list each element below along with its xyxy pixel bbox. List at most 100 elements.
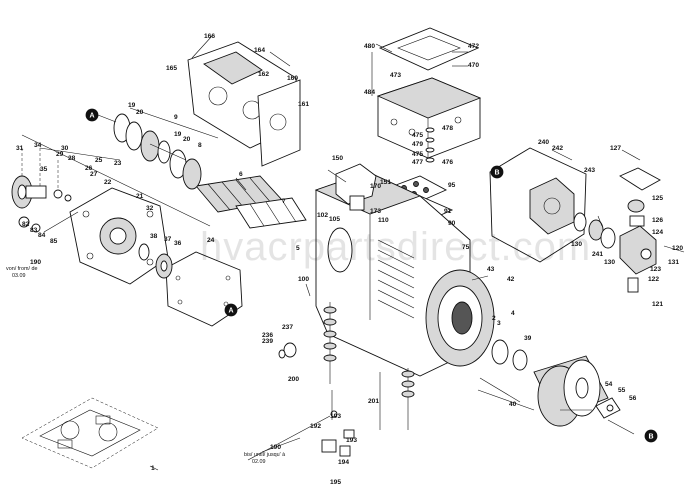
part-label: 131 — [668, 259, 679, 266]
motor-rotor-part-40 — [533, 355, 609, 427]
gasket-set-part-1 — [21, 397, 159, 469]
part-label: 42 — [507, 276, 515, 283]
part-label: 35 — [40, 166, 48, 173]
note-from-date: 03.09 — [12, 273, 26, 279]
part-label: 240 — [538, 139, 549, 146]
part-label: 19 — [174, 131, 182, 138]
part-label: 170 — [370, 183, 381, 190]
note-until-date: 02.09 — [252, 459, 266, 465]
part-label: 475 — [412, 151, 423, 158]
part-label: 241 — [592, 251, 603, 258]
part-label: 55 — [618, 387, 626, 394]
part-label: 102 — [317, 212, 328, 219]
part-label: 6 — [239, 171, 243, 178]
part-label: 5 — [296, 245, 300, 252]
reference-marker-b-top: B — [490, 165, 504, 179]
part-label: 161 — [298, 101, 309, 108]
part-label: 470 — [468, 62, 479, 69]
part-label: 38 — [150, 233, 158, 240]
bearing-rings-part-9 — [113, 113, 202, 190]
sight-glass-part-236 — [278, 342, 297, 359]
slide-valve-part-201 — [401, 368, 415, 430]
part-label: 120 — [672, 245, 683, 252]
slide-valve-part-200 — [323, 302, 337, 384]
part-label: 160 — [287, 75, 298, 82]
part-label: 472 — [468, 43, 479, 50]
part-label: 95 — [448, 182, 456, 189]
part-label: 201 — [368, 398, 379, 405]
part-label: 121 — [652, 301, 663, 308]
part-label: 27 — [90, 171, 98, 178]
part-label: 200 — [288, 376, 299, 383]
reference-letter: A — [89, 113, 94, 120]
part-label: 130 — [604, 259, 615, 266]
part-label: 75 — [462, 244, 470, 251]
terminal-stack-part-476 — [425, 127, 435, 163]
terminal-box-lid-part-480 — [378, 27, 480, 71]
part-label: 26 — [85, 165, 93, 172]
part-label: 193 — [330, 413, 341, 420]
part-label: 122 — [648, 276, 659, 283]
part-label: 32 — [146, 205, 154, 212]
part-label: 239 — [262, 338, 273, 345]
part-label: 28 — [68, 155, 76, 162]
valve-flange-part-151 — [335, 163, 377, 211]
oil-heater-part-192 — [247, 410, 338, 461]
watermark-text: hvacrpartsdirect.com — [200, 225, 591, 269]
part-label: 479 — [412, 141, 423, 148]
part-label: 8 — [198, 142, 202, 149]
part-label: 484 — [364, 89, 375, 96]
part-label: 110 — [378, 217, 389, 224]
part-label: 124 — [652, 229, 663, 236]
part-label: 195 — [330, 479, 341, 486]
part-label: 478 — [442, 125, 453, 132]
oil-pump-part-35 — [11, 175, 72, 209]
reference-letter: B — [648, 434, 653, 441]
part-label: 165 — [166, 65, 177, 72]
oil-filter-part-85 — [18, 211, 79, 233]
motor-cover-part-240 — [489, 147, 587, 263]
part-label: 243 — [584, 167, 595, 174]
part-label: 39 — [524, 335, 532, 342]
bearing-part-39 — [491, 339, 528, 371]
part-label: 30 — [61, 145, 69, 152]
part-label: 190 — [30, 259, 41, 266]
part-label: 36 — [174, 240, 182, 247]
fittings-part-195 — [321, 429, 355, 457]
part-label: 193 — [346, 437, 357, 444]
part-label: 19 — [128, 102, 136, 109]
part-label: 24 — [207, 237, 215, 244]
part-label: 173 — [370, 208, 381, 215]
screw-rotor-part-7 — [235, 197, 307, 229]
reference-marker-a-top: A — [85, 108, 117, 123]
part-label: 29 — [56, 151, 64, 158]
part-label: 25 — [95, 157, 103, 164]
bearing-part-38 — [138, 243, 173, 279]
part-label: 194 — [338, 459, 349, 466]
part-label: 130 — [571, 241, 582, 248]
part-number-labels: 1 4 2 3 5 6 7 8 9 19 20 19 20 21 22 23 2… — [16, 33, 683, 486]
part-label: 91 — [444, 208, 452, 215]
part-label: 23 — [114, 160, 122, 167]
reference-marker-a-bottom: A — [224, 303, 238, 317]
filter-part-130 — [573, 212, 616, 249]
part-label: 21 — [136, 193, 144, 200]
part-label: 4 — [511, 310, 515, 317]
note-from-line: von/ from/ de — [6, 266, 37, 272]
terminal-box-part-484 — [376, 77, 482, 159]
reference-letter: A — [228, 308, 233, 315]
part-label: 105 — [329, 216, 340, 223]
part-label: 126 — [652, 217, 663, 224]
part-label: 166 — [204, 33, 215, 40]
reference-letter: B — [494, 170, 499, 177]
part-label: 43 — [487, 266, 495, 273]
part-label: 476 — [442, 159, 453, 166]
part-label: 40 — [509, 401, 517, 408]
part-label: 164 — [254, 47, 265, 54]
part-label: 34 — [34, 142, 42, 149]
part-label: 151 — [380, 179, 391, 186]
version-notes: von/ from/ de 03.09 bis/ until/ jusqu' à… — [6, 266, 285, 465]
part-label: 83 — [30, 227, 38, 234]
